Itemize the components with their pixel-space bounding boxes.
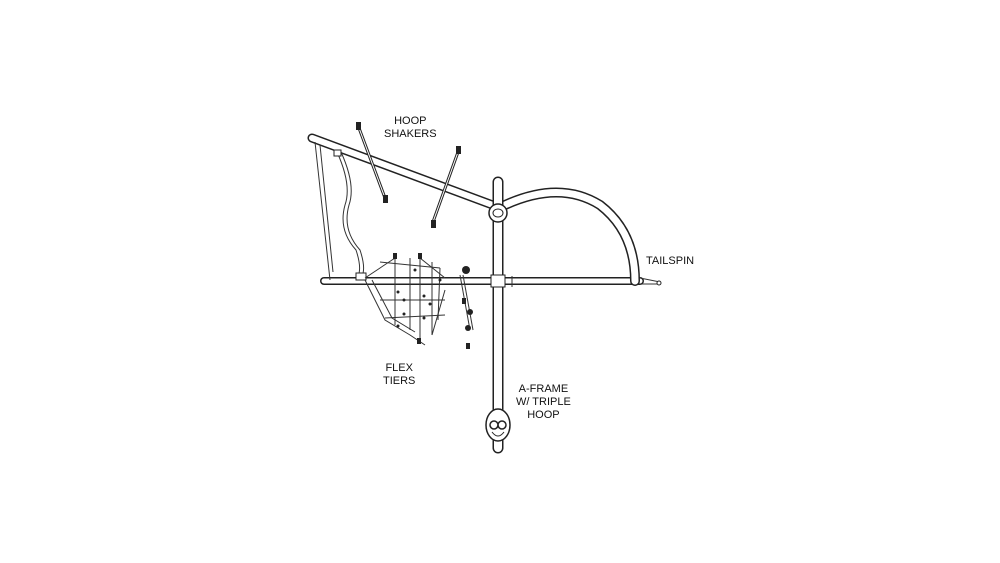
label-hoop-shakers: HOOP SHAKERS (384, 115, 437, 141)
flex-tiers (364, 253, 474, 349)
label-line: A-FRAME (518, 383, 569, 395)
hoop-shaker-left (356, 122, 388, 203)
label-line: TAILSPIN (646, 255, 695, 267)
hoop-shaker-right (431, 146, 461, 228)
label-line: W/ TRIPLE (516, 396, 571, 408)
a-frame-post (488, 176, 513, 454)
label-line: SHAKERS (384, 128, 437, 140)
label-line: FLEX (385, 362, 413, 374)
collar-top (488, 203, 508, 223)
label-line: TIERS (383, 375, 416, 387)
horizontal-beam (320, 277, 662, 286)
tailspin-arc (500, 187, 640, 286)
label-a-frame: A-FRAME W/ TRIPLE HOOP (516, 383, 571, 422)
label-line: HOOP (394, 115, 427, 127)
left-cable (314, 141, 367, 281)
label-line: HOOP (527, 409, 560, 421)
label-tailspin: TAILSPIN (646, 255, 694, 268)
collar-middle (490, 274, 506, 288)
label-flex-tiers: FLEX TIERS (383, 362, 415, 388)
diagonal-beam (307, 133, 503, 212)
triple-hoop (485, 408, 511, 442)
